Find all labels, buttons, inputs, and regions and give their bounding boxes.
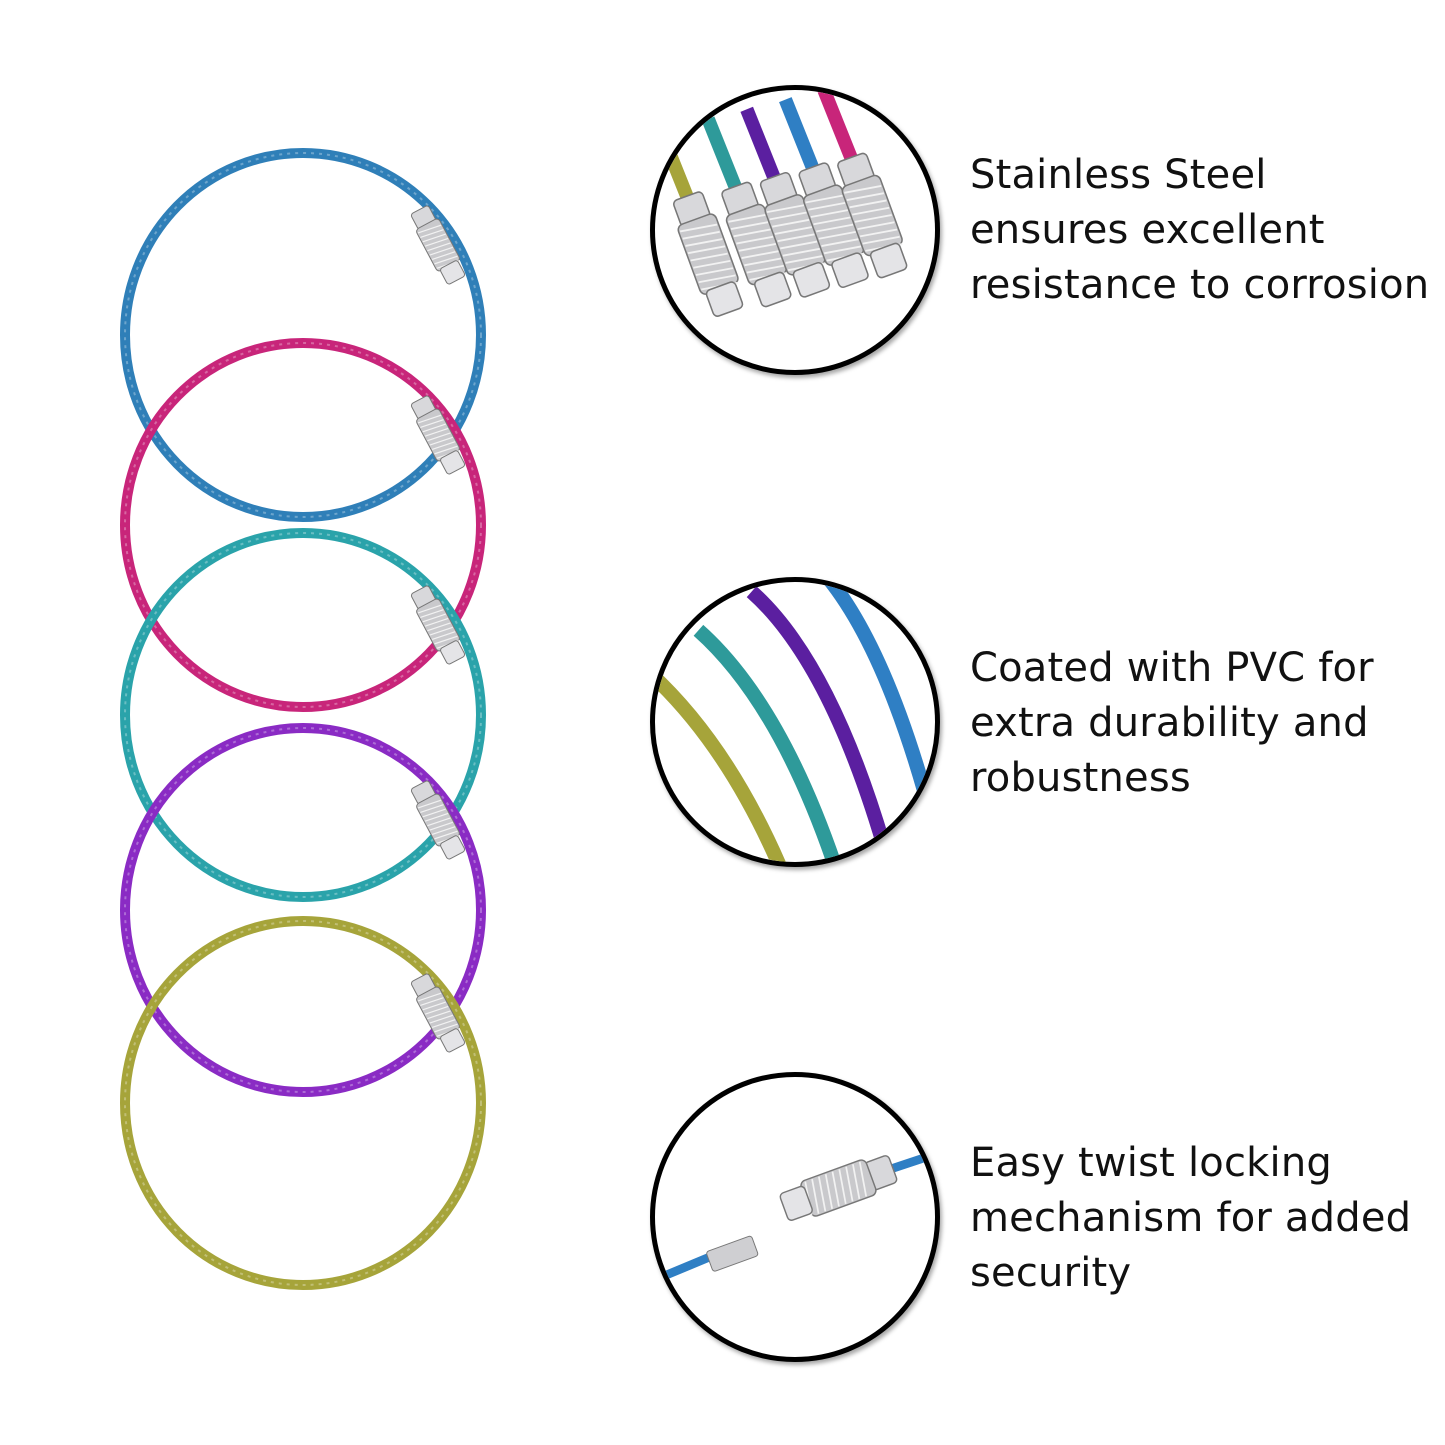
cable [655,667,786,862]
clasp-closeup-icon [655,90,908,317]
feature-image-clasps [650,85,940,375]
feature-image-twist-lock [650,1072,940,1362]
ring-teal [120,528,486,902]
clasp [837,152,908,279]
cable [655,1251,715,1284]
feature-text-pvc-coating: Coated with PVC for extra durability and… [970,645,1374,801]
twist-lock-icon [655,1150,935,1284]
screw-thread [706,1235,759,1272]
ring-pink [120,338,486,712]
clasp [798,162,869,288]
clasp [779,1155,898,1221]
ring-olive [120,916,486,1290]
feature-text-twist-lock: Easy twist locking mechanism for added s… [970,1140,1412,1296]
ring-blue [120,148,486,522]
ring-purple [120,723,486,1097]
ring-clasp [410,780,466,860]
cable [693,624,842,862]
clasp [672,191,744,317]
ring-clasp [410,395,466,475]
ring-clasp [410,973,466,1053]
ring-clasp [410,205,466,285]
feature-text-stainless-steel: Stainless Steel ensures excellent resist… [970,152,1430,308]
feature-image-cables [650,577,940,867]
ring-clasp [410,585,466,665]
cable-closeup-icon [655,582,935,862]
